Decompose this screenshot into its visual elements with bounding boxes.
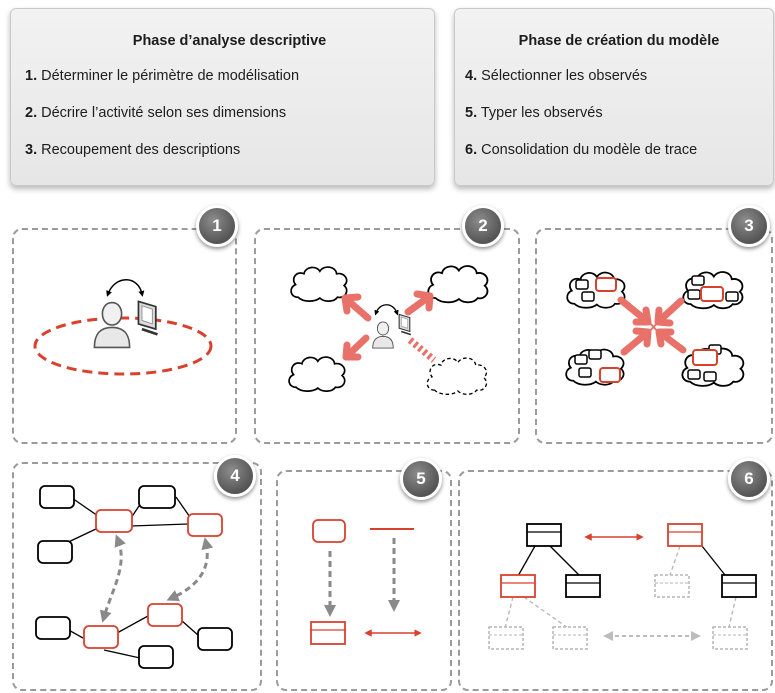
step-number: 6.: [465, 142, 478, 158]
panel-6-scene: [488, 523, 757, 650]
step-number: 2.: [25, 105, 38, 121]
step-3: 3. Recoupement des descriptions: [25, 142, 434, 158]
phase-box-model-creation: Phase de création du modèle 4. Sélection…: [454, 8, 774, 186]
panel-4-scene: [35, 485, 233, 669]
panel-1-scene: [33, 279, 213, 376]
step-1: 1. Déterminer le périmètre de modélisati…: [25, 68, 434, 84]
step-badge-5: 5: [400, 458, 442, 500]
panel-5-scene: [310, 519, 422, 645]
step-number: 3.: [25, 142, 38, 158]
step-badge-1: 1: [196, 205, 238, 247]
step-badge-4: 4: [214, 455, 256, 497]
step-text: Typer les observés: [480, 105, 603, 121]
panel-2: [254, 228, 520, 444]
step-number: 4.: [465, 68, 478, 84]
step-badge-2: 2: [462, 205, 504, 247]
step-text: Déterminer le périmètre de modélisation: [41, 68, 300, 84]
step-text: Recoupement des descriptions: [41, 142, 241, 158]
phase-title: Phase d’analyse descriptive: [132, 33, 327, 49]
step-badge-3: 3: [728, 205, 770, 247]
panel-3: [535, 228, 773, 444]
step-text: Consolidation du modèle de trace: [481, 142, 698, 158]
panel-2-scene: [288, 265, 489, 396]
panel-6: [458, 470, 773, 691]
step-2: 2. Décrire l’activité selon ses dimensio…: [25, 105, 434, 121]
step-4: 4. Sélectionner les observés: [465, 68, 773, 84]
panel-4: [12, 462, 262, 691]
step-text: Décrire l’activité selon ses dimensions: [41, 105, 287, 121]
step-text: Sélectionner les observés: [481, 68, 648, 84]
step-number: 5.: [465, 105, 478, 121]
panel-3-scene: [565, 271, 745, 387]
panel-1: [12, 228, 237, 444]
step-badge-6: 6: [728, 458, 770, 500]
step-6: 6. Consolidation du modèle de trace: [465, 142, 773, 158]
step-number: 1.: [25, 68, 38, 84]
panel-5: [276, 470, 452, 691]
phase-title: Phase de création du modèle: [518, 33, 720, 49]
step-5: 5. Typer les observés: [465, 105, 773, 121]
phase-box-descriptive: Phase d’analyse descriptive 1. Détermine…: [10, 8, 435, 186]
